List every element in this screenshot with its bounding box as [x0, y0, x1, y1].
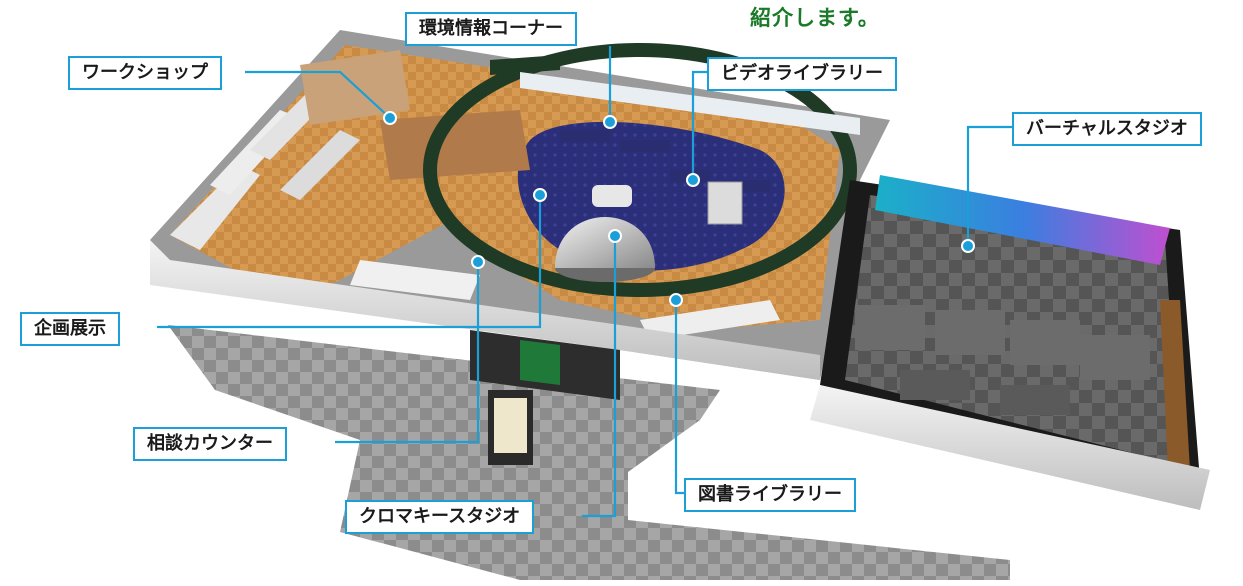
label-book-library: 図書ライブラリー [684, 478, 856, 512]
pin-consult-counter [471, 255, 485, 269]
leader-book-library [674, 300, 684, 495]
pin-book-library [669, 293, 683, 307]
pin-chroma-key [608, 229, 622, 243]
label-consult-counter: 相談カウンター [133, 427, 287, 461]
leader-consult-counter [335, 262, 480, 444]
pin-planning-exhibit [533, 188, 547, 202]
label-virtual-studio: バーチャルスタジオ [1012, 112, 1202, 146]
signage-post [488, 390, 533, 465]
label-env-info-corner: 環境情報コーナー [405, 12, 577, 46]
leader-workshop [245, 70, 391, 119]
leader-virtual-studio [966, 125, 1012, 246]
label-chroma-key-studio: クロマキースタジオ [345, 500, 535, 534]
intro-text: 紹介します。 [750, 6, 880, 30]
main-building [150, 30, 890, 400]
virtual-studio-room [810, 175, 1210, 510]
pin-video-library [686, 173, 700, 187]
leader-lines [157, 46, 1012, 518]
pin-virtual-studio [961, 239, 975, 253]
leader-chroma-key [582, 236, 617, 518]
leader-video-library [691, 70, 707, 180]
pin-env-info [603, 115, 617, 129]
leader-planning-exhibit [157, 195, 542, 329]
label-workshop: ワークショップ [68, 56, 222, 90]
label-video-library: ビデオライブラリー [707, 57, 897, 91]
pin-workshop [383, 111, 397, 125]
chroma-key-dome [555, 185, 655, 282]
label-planning-exhibit: 企画展示 [20, 312, 120, 346]
